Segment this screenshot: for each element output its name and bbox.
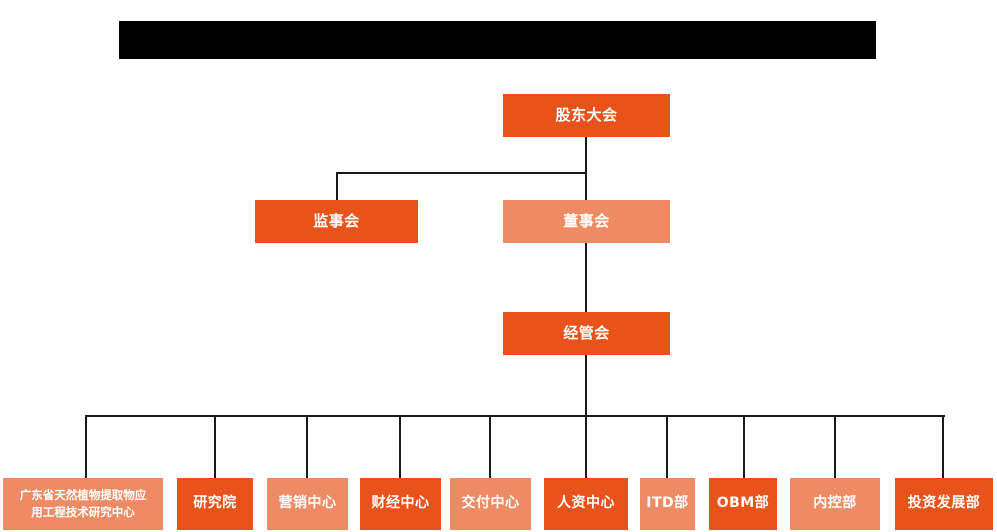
connector-level4-horizontal-bus [86, 415, 945, 417]
org-node-label: 人资中心 [557, 495, 615, 512]
org-node-label: 广东省天然植物提取物应用工程技术研究中心 [19, 487, 147, 519]
org-node-label: 财经中心 [371, 495, 430, 512]
connector-drop-marketing-center [306, 415, 308, 478]
org-node-board-of-directors[interactable]: 董事会 [503, 200, 670, 243]
org-node-label: ITD部 [646, 495, 689, 512]
connector-directors-drop [585, 172, 587, 200]
redacted-title-bar [119, 21, 876, 59]
org-node-shareholders-meeting[interactable]: 股东大会 [503, 94, 670, 137]
connector-drop-finance-center [399, 415, 401, 478]
org-node-label: 研究院 [193, 495, 237, 512]
org-node-finance-center[interactable]: 财经中心 [360, 478, 441, 530]
connector-drop-guangdong-research-center [85, 415, 87, 478]
org-node-board-of-supervisors[interactable]: 监事会 [255, 200, 418, 243]
org-node-guangdong-research-center[interactable]: 广东省天然植物提取物应用工程技术研究中心 [3, 478, 163, 530]
org-node-label: 交付中心 [461, 495, 520, 512]
connector-drop-itd-department [666, 415, 668, 478]
org-node-internal-control-department[interactable]: 内控部 [790, 478, 880, 530]
org-node-label: 经管会 [563, 324, 610, 343]
org-node-label: OBM部 [716, 495, 770, 512]
connector-drop-obm-department [743, 415, 745, 478]
connector-drop-hr-center [585, 415, 587, 478]
connector-drop-delivery-center [489, 415, 491, 478]
connector-level2-horizontal-bus [336, 172, 587, 174]
connector-shareholders-to-bus-drop [585, 137, 587, 173]
org-node-hr-center[interactable]: 人资中心 [544, 478, 628, 530]
org-node-label: 董事会 [563, 212, 610, 231]
org-node-investment-development-department[interactable]: 投资发展部 [895, 478, 993, 530]
org-node-itd-department[interactable]: ITD部 [640, 478, 695, 530]
org-node-delivery-center[interactable]: 交付中心 [450, 478, 531, 530]
connector-drop-investment-development-department [942, 415, 944, 478]
connector-drop-internal-control-department [834, 415, 836, 478]
org-node-obm-department[interactable]: OBM部 [709, 478, 777, 530]
connector-supervisors-drop [336, 172, 338, 200]
connector-management-to-bus-drop [585, 355, 587, 415]
org-node-label: 内控部 [813, 495, 857, 512]
org-node-marketing-center[interactable]: 营销中心 [267, 478, 348, 530]
org-node-management-committee[interactable]: 经管会 [503, 312, 670, 355]
org-node-label: 营销中心 [278, 495, 337, 512]
connector-drop-research-institute [214, 415, 216, 478]
org-node-label: 投资发展部 [907, 495, 981, 512]
org-node-label: 监事会 [313, 212, 360, 231]
org-node-label: 股东大会 [555, 106, 618, 125]
org-node-research-institute[interactable]: 研究院 [177, 478, 253, 530]
connector-directors-to-management [585, 243, 587, 312]
